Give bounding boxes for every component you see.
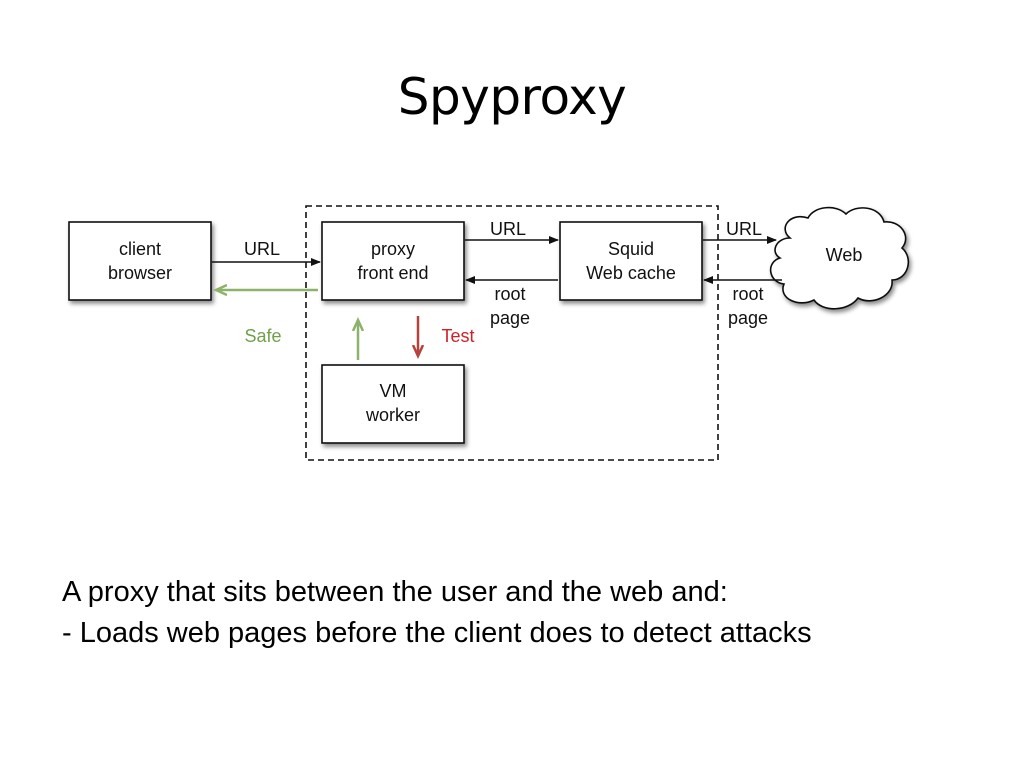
proxy-front-end-node: proxy front end <box>321 221 465 301</box>
cloud-icon <box>769 206 910 310</box>
description-line-1: A proxy that sits between the user and t… <box>62 576 728 608</box>
slide-description: A proxy that sits between the user and t… <box>62 572 1002 654</box>
squid-to-web-url-label: URL <box>726 219 762 239</box>
slide-title: Spyproxy <box>397 68 627 126</box>
test-label: Test <box>441 326 474 346</box>
web-to-squid-root-label: root <box>732 284 763 304</box>
client-browser-label-line-1: client <box>119 239 161 259</box>
squid-web-cache-node: Squid Web cache <box>559 221 703 301</box>
squid-web-cache-label-line-1: Squid <box>608 239 654 259</box>
client-browser-label-line-2: browser <box>108 263 172 283</box>
proxy-front-end-label-line-1: proxy <box>371 239 415 259</box>
squid-to-proxy-root-label: root <box>494 284 525 304</box>
squid-to-proxy-page-label: page <box>490 308 530 328</box>
web-cloud-node: Web <box>769 206 910 310</box>
proxy-to-squid-url-label: URL <box>490 219 526 239</box>
vm-worker-node: VM worker <box>321 364 465 444</box>
proxy-front-end-label-line-2: front end <box>357 263 428 283</box>
web-to-squid-page-label: page <box>728 308 768 328</box>
vm-worker-label-line-1: VM <box>380 381 407 401</box>
web-cloud-label: Web <box>826 245 863 265</box>
safe-label: Safe <box>244 326 281 346</box>
description-line-2: - Loads web pages before the client does… <box>62 617 812 649</box>
client-browser-node: client browser <box>68 221 212 301</box>
client-to-proxy-url-label: URL <box>244 239 280 259</box>
vm-worker-label-line-2: worker <box>365 405 420 425</box>
squid-web-cache-label-line-2: Web cache <box>586 263 676 283</box>
spyproxy-boundary <box>305 205 719 461</box>
